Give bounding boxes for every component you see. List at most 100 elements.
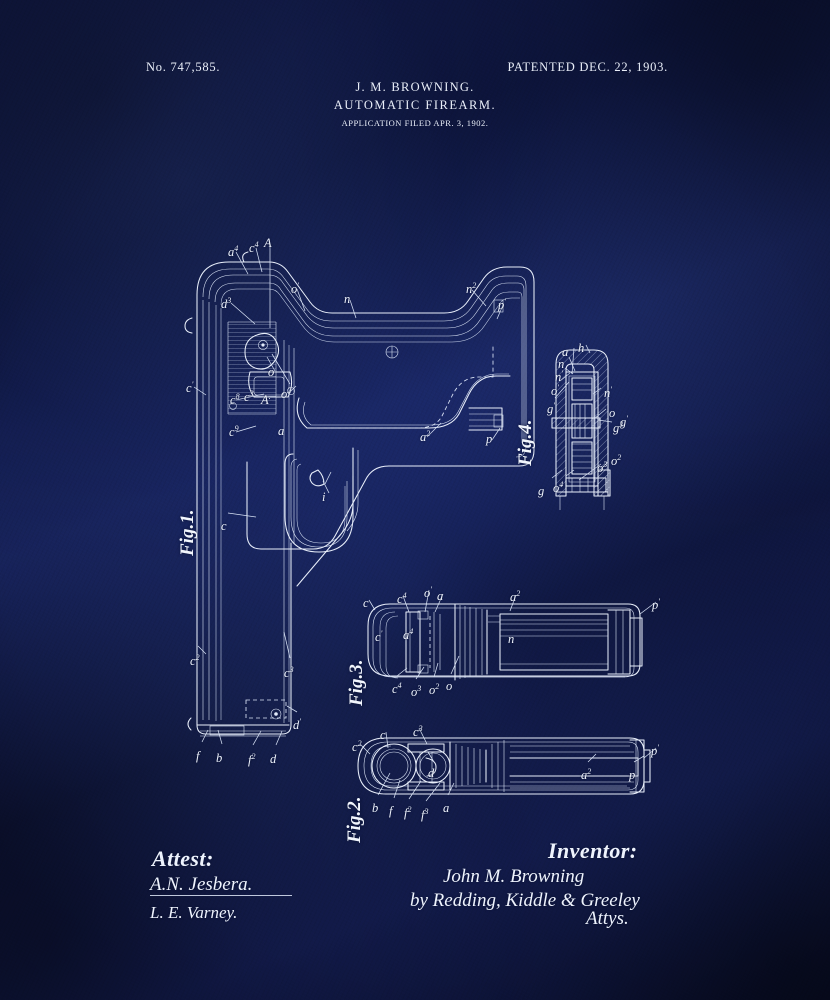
ref-label-f3-cp: c' xyxy=(375,629,382,645)
ref-label-f1-cp: c' xyxy=(186,380,193,396)
ref-label-superscript: ' xyxy=(297,281,299,290)
ref-label-base: p xyxy=(498,298,505,313)
application-line: APPLICATION FILED APR. 3, 1902. xyxy=(341,118,489,128)
ref-label-base: a xyxy=(581,768,588,783)
attest-heading: Attest: xyxy=(152,846,214,871)
ref-label-superscript: ' xyxy=(299,717,301,726)
ref-label-f3-o: o xyxy=(446,679,452,694)
ref-label-f2-a: a xyxy=(443,801,449,816)
ref-label-base: p xyxy=(651,744,658,759)
ref-label-superscript: 2 xyxy=(617,453,622,462)
ref-label-f4-o: o xyxy=(609,406,615,421)
witness-signature-1: A.N. Jesbera. xyxy=(150,874,253,895)
ref-label-base: A xyxy=(264,236,272,250)
ref-label-base: n xyxy=(604,386,611,401)
ref-label-superscript: 4 xyxy=(402,591,407,600)
ref-label-f2-p: p xyxy=(629,768,635,783)
ref-label-f1-i: i xyxy=(322,490,325,505)
ref-label-superscript: 2 xyxy=(472,281,477,290)
fig-title-4: Fig.4. xyxy=(515,419,536,466)
ref-label-base: d xyxy=(221,297,228,312)
ref-label-base: a xyxy=(278,424,285,438)
ref-label-base: c xyxy=(413,725,419,740)
ref-label-base: o xyxy=(597,461,604,476)
ref-label-f1-pp: p' xyxy=(498,297,506,313)
ref-label-base: p xyxy=(652,598,659,613)
ref-label-f3-c4a: c4 xyxy=(397,591,407,607)
ref-label-f1-c2: c2 xyxy=(190,653,200,669)
ref-label-f2-pp: p' xyxy=(651,743,659,759)
ref-label-f1-A: A xyxy=(264,236,272,251)
ref-label-base: c xyxy=(392,682,398,697)
ref-label-f4-g2: g2 xyxy=(613,420,623,436)
ref-label-superscript: 4 xyxy=(559,480,564,489)
fig-title-2: Fig.2. xyxy=(344,796,365,843)
ref-label-superscript: ' xyxy=(504,297,506,306)
ref-label-f1-c9: c9 xyxy=(229,424,239,440)
ref-label-f1-o2: o2 xyxy=(281,386,291,402)
ref-label-f3-a: a xyxy=(437,589,443,604)
ref-label-base: f xyxy=(389,804,393,818)
attorney-title: Attys. xyxy=(586,908,629,929)
inventor-signature: John M. Browning xyxy=(443,866,585,887)
ref-label-superscript: ' xyxy=(557,383,559,392)
ref-label-f3-o3: o3 xyxy=(411,684,421,700)
fig2-drawing xyxy=(357,727,657,802)
ref-label-base: f xyxy=(421,808,425,823)
ref-label-base: g xyxy=(613,421,620,436)
ref-label-f1-A2: A. xyxy=(261,392,271,408)
ref-label-f3-o2: o2 xyxy=(429,682,439,698)
ref-label-f2-f: f xyxy=(389,804,392,819)
ref-label-base: n xyxy=(344,292,351,306)
ref-label-f4-op: o' xyxy=(551,383,559,399)
ref-label-base: o xyxy=(268,365,275,379)
ref-label-f4-gp: g' xyxy=(547,401,555,417)
ref-label-f1-c3: c3 xyxy=(284,665,294,681)
ref-label-base: c xyxy=(249,241,255,256)
ref-label-base: d xyxy=(428,766,435,780)
ref-label-superscript: 2 xyxy=(357,739,362,748)
ref-label-f4-npa: n' xyxy=(555,369,563,385)
ref-label-superscript: 3 xyxy=(417,684,422,693)
inventor-header: J. M. BROWNING. xyxy=(355,80,475,94)
ref-label-base: a xyxy=(228,245,235,260)
ref-label-base: b xyxy=(216,751,223,765)
ref-label-base: a xyxy=(510,590,517,605)
ref-label-f3-pp: p' xyxy=(652,597,660,613)
ref-label-base: o xyxy=(411,685,418,700)
ref-label-base: g xyxy=(538,484,545,498)
ref-label-base: b xyxy=(372,801,379,815)
ref-label-base: a xyxy=(437,589,444,603)
ref-label-f4-gpr: g' xyxy=(620,414,628,430)
ref-label-base: c xyxy=(230,393,236,408)
ref-label-base: o xyxy=(553,481,560,496)
ref-label-base: g xyxy=(547,402,554,417)
ref-label-superscript: ' xyxy=(561,369,563,378)
ref-label-base: c xyxy=(352,740,358,755)
ref-label-superscript: 8 xyxy=(235,392,240,401)
fig3-drawing xyxy=(367,589,657,681)
ref-label-f1-a2: a2 xyxy=(420,429,430,445)
ref-label-f1-c4: c4 xyxy=(249,240,259,256)
ref-label-f1-dp: d' xyxy=(293,717,301,733)
ref-label-f2-c3: c3 xyxy=(413,724,423,740)
ref-label-f3-n: n xyxy=(508,632,514,647)
ref-label-f2-c2: c2 xyxy=(352,739,362,755)
fig-title-1: Fig.1. xyxy=(177,509,198,556)
patent-title: AUTOMATIC FIREARM. xyxy=(333,98,497,112)
ref-label-f4-h: h xyxy=(578,341,584,356)
ref-label-base: o xyxy=(424,586,431,601)
ref-label-superscript: . xyxy=(268,392,271,401)
ref-label-f4-n: n xyxy=(558,357,564,372)
ref-label-base: f xyxy=(248,753,252,768)
ref-label-base: h xyxy=(578,341,585,355)
patent-number: No. 747,585. xyxy=(146,60,221,74)
ref-label-f1-f2: f2 xyxy=(248,752,255,768)
ref-label-f4-a: a xyxy=(562,345,568,360)
ref-label-f1-d: d xyxy=(270,752,276,767)
ref-label-superscript: 3 xyxy=(418,724,423,733)
ref-label-base: a xyxy=(443,801,450,815)
ref-label-base: d xyxy=(293,718,300,733)
ref-label-superscript: 9 xyxy=(234,424,239,433)
